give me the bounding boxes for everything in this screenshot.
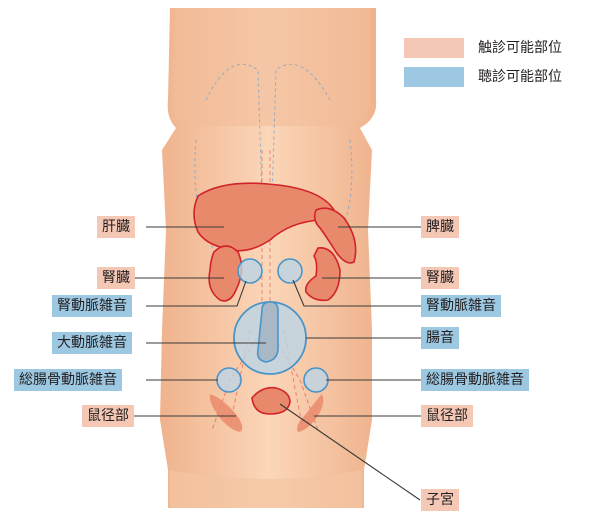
renal-artery-area-left: [238, 259, 262, 283]
label-kidney-left: 腎臓: [97, 267, 135, 289]
renal-artery-area-right: [278, 259, 302, 283]
label-iliac-bruit-right: 総腸骨動脈雑音: [421, 369, 529, 391]
label-uterus: 子宮: [421, 489, 459, 511]
label-inguinal-right: 鼠径部: [421, 405, 473, 427]
label-renal-bruit-right: 腎動脈雑音: [421, 295, 501, 317]
uterus: [252, 388, 290, 414]
label-aortic-bruit: 大動脈雑音: [52, 332, 132, 354]
label-renal-bruit-left: 腎動脈雑音: [52, 295, 132, 317]
label-iliac-bruit-left: 総腸骨動脈雑音: [14, 369, 122, 391]
label-spleen: 脾臓: [421, 216, 459, 238]
bowel-sound-area: [234, 302, 306, 374]
label-liver: 肝臓: [97, 216, 135, 238]
legend-auscultation-label: 聴診可能部位: [478, 67, 562, 87]
label-inguinal-left: 鼠径部: [82, 405, 134, 427]
iliac-artery-area-right: [304, 368, 328, 392]
legend-palpation-label: 触診可能部位: [478, 38, 562, 58]
legend-palpation-swatch: [404, 38, 464, 58]
label-kidney-right: 腎臓: [421, 267, 459, 289]
legend-auscultation-swatch: [404, 67, 464, 87]
label-bowel-sounds: 腸音: [421, 327, 459, 349]
iliac-artery-area-left: [217, 368, 241, 392]
